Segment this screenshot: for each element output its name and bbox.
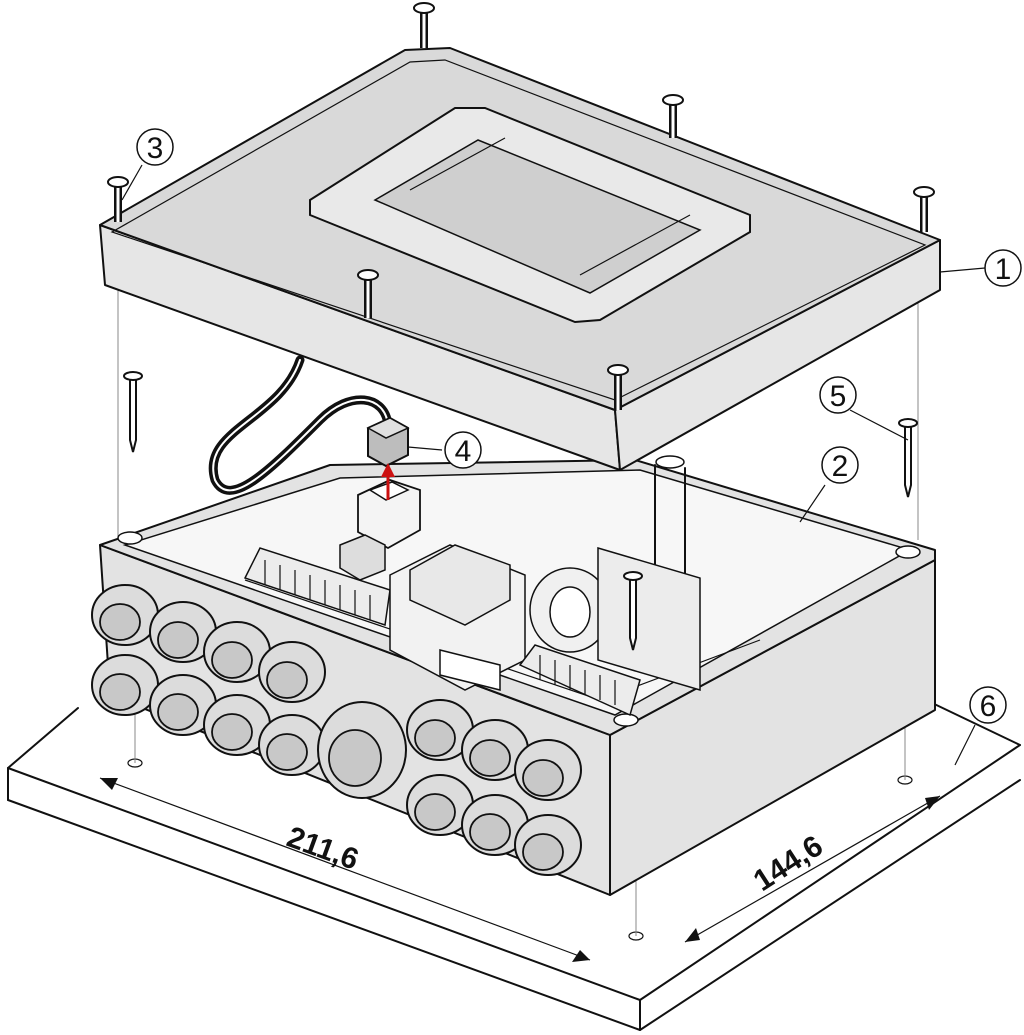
dimension-depth — [684, 795, 941, 943]
lid-screw — [357, 269, 379, 318]
callout-6: 6 — [969, 686, 1007, 724]
mounting-screw — [123, 371, 143, 453]
dimension-width — [99, 777, 591, 962]
lid-screw — [107, 176, 129, 222]
cable-gland — [258, 714, 326, 776]
circuit-board — [243, 479, 761, 717]
lid-screw — [662, 94, 684, 138]
coil — [529, 567, 611, 653]
transformer — [389, 544, 526, 691]
dimension-depth-label: 144,6 — [748, 829, 829, 898]
cable-gland — [461, 719, 529, 781]
cable-glands — [91, 584, 582, 876]
cable-gland — [149, 674, 217, 736]
cable-gland — [203, 621, 271, 683]
callout-1: 1 — [984, 249, 1022, 287]
callout-2: 2 — [821, 446, 859, 484]
connector-socket — [339, 479, 421, 581]
lid-screws — [107, 2, 935, 410]
callout-5-label: 5 — [830, 380, 847, 413]
plug-direction-arrow — [381, 463, 395, 500]
callout-2-label: 2 — [832, 450, 849, 483]
mounting-screw — [623, 571, 643, 651]
cable-gland — [514, 814, 582, 876]
cable-gland — [406, 774, 474, 836]
lid-screw — [413, 2, 435, 48]
cable-gland — [514, 739, 582, 801]
dimension-width-label: 211,6 — [283, 821, 363, 877]
callout-1-label: 1 — [995, 253, 1012, 286]
callout-3-label: 3 — [147, 132, 164, 165]
callout-3: 3 — [136, 128, 174, 166]
cable-gland-large — [317, 701, 407, 799]
mounting-screw — [898, 418, 918, 498]
callout-6-label: 6 — [980, 690, 997, 723]
callout-4: 4 — [444, 431, 482, 469]
callout-4-label: 4 — [455, 435, 472, 468]
display-window — [309, 107, 751, 324]
lid-screw — [913, 186, 935, 232]
cable-plug — [366, 416, 410, 468]
cable-gland — [91, 584, 159, 646]
terminal-block-right — [518, 644, 641, 717]
cable-gland — [91, 654, 159, 716]
housing-lid — [99, 47, 941, 471]
display-cable — [208, 355, 393, 495]
cable-gland — [203, 694, 271, 756]
callout-leaders — [121, 164, 986, 766]
cable-gland — [258, 641, 326, 703]
mounting-screws — [123, 371, 918, 651]
lid-screw — [607, 364, 629, 410]
cable-gland — [461, 794, 529, 856]
callout-5: 5 — [819, 376, 857, 414]
cable-gland — [149, 601, 217, 663]
